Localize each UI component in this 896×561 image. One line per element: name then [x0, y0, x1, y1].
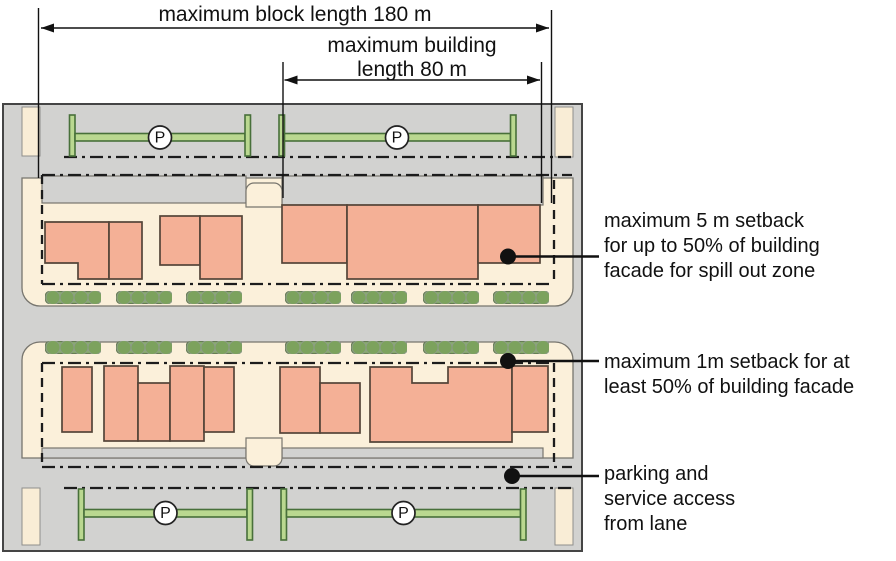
parking-bar-cap	[246, 488, 254, 541]
annotation-leaders	[508, 255, 599, 478]
street-edges	[41, 175, 544, 459]
arrowhead-right-icon	[527, 75, 540, 85]
tree-cluster	[424, 341, 481, 355]
building	[346, 204, 479, 280]
block1-buildings	[44, 204, 541, 280]
dimension-block-length: maximum block length 180 m	[41, 3, 549, 33]
annotation-line: facade for spill out zone	[604, 260, 815, 282]
annotation-line: parking and	[604, 463, 709, 485]
annotation-setback1: maximum 1m setback for at least 50% of b…	[604, 351, 854, 398]
building	[61, 366, 93, 433]
building	[169, 365, 205, 442]
sidewalk-strip-top-left	[21, 106, 41, 157]
site-plan-base	[2, 103, 583, 552]
arrowhead-left-icon	[284, 75, 298, 85]
leader-dot	[500, 353, 516, 369]
building	[369, 366, 513, 443]
building	[159, 215, 201, 266]
sidewalk-strips	[21, 106, 574, 546]
sidewalk-strip-bottom-right	[554, 487, 574, 546]
parking-bar-cap	[68, 114, 76, 157]
parking-bar-cap	[519, 488, 527, 541]
building	[511, 365, 549, 433]
building-zone-boundaries	[40, 175, 556, 467]
block2-buildings	[61, 365, 549, 443]
building	[203, 366, 235, 433]
annotation-line: service access	[604, 488, 735, 510]
building	[279, 366, 321, 434]
annotation-line: least 50% of building facade	[604, 376, 854, 398]
sidewalk-strip-top-right	[554, 106, 574, 158]
tree-cluster	[424, 291, 481, 305]
parking-bar-cap	[77, 488, 85, 541]
parking-p-label: P	[160, 505, 171, 522]
parking-bar-cap	[509, 114, 517, 157]
parking-p-label: P	[155, 130, 166, 147]
annotation-line: from lane	[604, 513, 687, 535]
trees-row-block1	[46, 291, 551, 305]
building	[281, 204, 348, 264]
block2-street-edge-right	[281, 447, 544, 459]
annotation-line: maximum 1m setback for at	[604, 351, 850, 373]
through-block-link-bottom	[245, 437, 283, 467]
dimension-building-length: maximum building length 80 m	[284, 34, 540, 85]
dimension-extension-lines	[37, 8, 553, 203]
building	[199, 215, 243, 280]
dim-label-80-line2: length 80 m	[357, 58, 467, 81]
parking-p-icon	[384, 125, 410, 150]
annotation-line: maximum 5 m setback	[604, 210, 805, 232]
arrowhead-left-icon	[41, 23, 54, 33]
building	[319, 382, 361, 434]
tree-cluster	[117, 291, 174, 305]
tree-cluster	[46, 291, 103, 305]
annotation-dots	[500, 248, 520, 484]
through-block-link-top	[245, 182, 283, 208]
tree-cluster	[352, 291, 409, 305]
building	[137, 382, 171, 442]
parking-bar-cap	[244, 114, 252, 157]
building	[108, 221, 143, 280]
dim-label-180: maximum block length 180 m	[158, 3, 431, 26]
annotation-setback5: maximum 5 m setback for up to 50% of bui…	[604, 210, 820, 282]
parking-p-icon	[147, 125, 173, 150]
parking-p-label: P	[398, 505, 409, 522]
tree-cluster	[286, 341, 343, 355]
annotation-line: for up to 50% of building	[604, 235, 820, 257]
trees-row-block2	[46, 341, 551, 355]
tree-cluster	[117, 341, 174, 355]
tree-cluster	[286, 291, 343, 305]
building	[103, 365, 139, 442]
block2-street-edge-left	[41, 447, 247, 459]
tree-cluster	[187, 341, 244, 355]
parking-p-icon	[391, 500, 416, 526]
lane-lines	[42, 155, 572, 490]
sidewalk-strip-bottom-left	[21, 487, 41, 546]
parking-symbols: P P P P	[147, 125, 416, 526]
arrowhead-right-icon	[536, 23, 549, 33]
annotation-parking: parking and service access from lane	[604, 463, 735, 535]
leader-dot	[500, 248, 516, 265]
leader-dot	[504, 468, 520, 484]
tree-cluster	[352, 341, 409, 355]
tree-cluster	[494, 341, 551, 355]
tree-cluster	[187, 291, 244, 305]
dim-label-80-line1: maximum building	[327, 34, 496, 57]
block1-street-edge-right	[281, 175, 544, 206]
tree-cluster	[46, 341, 103, 355]
tree-cluster	[494, 291, 551, 305]
parking-p-label: P	[392, 130, 403, 147]
parking-p-icon	[153, 500, 178, 526]
parking-bar-cap	[280, 488, 288, 541]
block1-street-edge-left	[41, 175, 247, 204]
